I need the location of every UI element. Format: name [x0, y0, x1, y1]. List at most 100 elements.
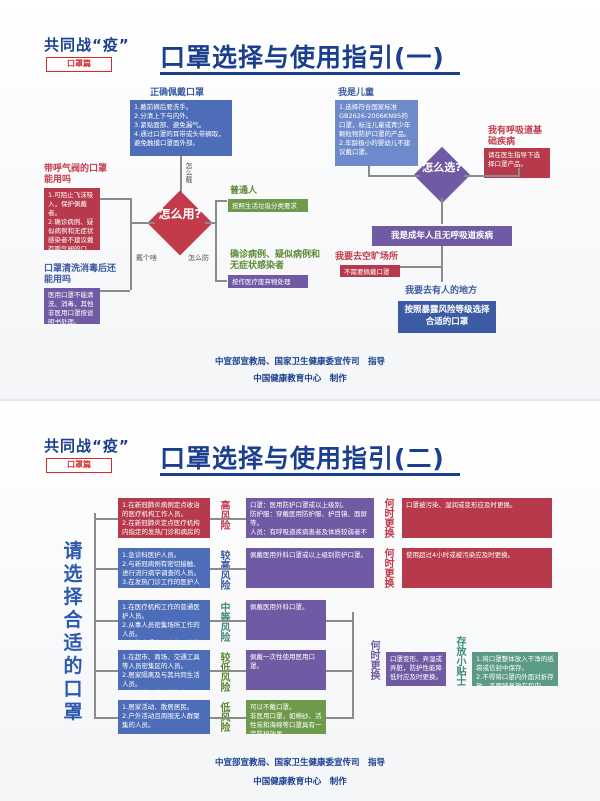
correct-wear-line: 4.通过口罩的耳带或头带摘取，避免触摸口罩面外部。: [134, 130, 225, 147]
connector-line: [94, 717, 118, 719]
risk-mask-box: 佩戴医用外科口罩。: [246, 600, 326, 640]
risk-people-box: 1.居家活动、散居居民。2.户外活动且周围无人群聚集的人员。: [118, 700, 210, 734]
open-air-text: 不需要佩戴口罩: [344, 268, 390, 276]
how-choose-text: 怎么选?: [422, 161, 462, 174]
risk-people-line: 1.在医疗机构工作的普通医护人员。: [122, 603, 200, 620]
brand-logo: 共同战“疫”: [44, 34, 130, 55]
ordinary-box: 按照生活垃圾分类要求: [228, 199, 308, 212]
connector-line: [130, 222, 155, 224]
adult-text: 我是成年人且无呼吸道疾病: [390, 231, 493, 241]
risk-people-box: 1.在新冠肺炎病例定点收治的医疗机构工作人员。2.在新冠肺炎定点医疗机构内指定的…: [118, 498, 210, 538]
brand-tag: 口罩篇: [46, 57, 112, 72]
connector-line: [100, 198, 130, 200]
when-change-label: 何时更换: [382, 498, 393, 538]
risk-mask-line: 非医用口罩，如棉纱、活性炭和海绵等口罩具有一定防护效果。: [250, 712, 322, 734]
page-title: 口罩选择与使用指引(一): [160, 43, 445, 72]
crowded-text: 按照暴露风险等级选择合适的口罩: [404, 305, 490, 327]
open-air-heading: 我要去空旷场所: [335, 252, 399, 262]
risk-mask-line: 佩戴一次性使用医用口罩。: [250, 653, 315, 670]
connector-line: [368, 175, 420, 177]
risk-people-line: 1.在新冠肺炎病例定点收治的医疗机构工作人员。: [122, 501, 200, 518]
connector-line: [464, 175, 520, 177]
risk-mask-box: 佩戴一次性使用医用口罩。: [246, 650, 326, 690]
title-underline: [160, 473, 460, 476]
risk-people-line: 1.居家活动、散居居民。: [122, 703, 194, 711]
risk-people-line: 1.急诊科医护人员。: [122, 551, 181, 559]
risk-people-line: 3.在发热门诊工作的医护人员。: [122, 578, 200, 588]
breath-valve-heading: 带呼气阀的口罩能用吗: [44, 164, 108, 185]
footer-producer: 中国健康教育中心 制作: [253, 777, 347, 787]
risk-mask-box: 口罩：医用防护口罩或以上级别。防护服：穿戴医用防护服、护目镜、面屏等。人员：有呼…: [246, 498, 374, 538]
risk-people-box: 1.在超市、商场、交通工具等人员密集区的人员。2.居家隔离及与其共同生活人员。3…: [118, 650, 210, 690]
risk-mask-box: 可以不戴口罩。非医用口罩，如棉纱、活性炭和海绵等口罩具有一定防护效果。: [246, 700, 326, 734]
risk-people-line: 2.与新冠病例有密切接触、进行流行病学调查的人员。: [122, 560, 200, 577]
when-change-label: 何时更换: [382, 548, 393, 588]
correct-wear-line: 1.戴前摘后要洗手。: [134, 103, 193, 111]
brand-logo: 共同战“疫”: [44, 435, 130, 456]
footer-guidance: 中宣部宣教局、国家卫生健康委宣传司 指导: [214, 758, 385, 768]
risk-people-line: 2.从事人员密集场所工作的人员。: [122, 621, 200, 638]
risk-level-label: 中等风险: [218, 602, 229, 642]
correct-wear-line: 3.紧贴面部、避免漏气。: [134, 121, 206, 129]
connector-line: [130, 198, 132, 290]
how-to-wear-label: 怎么戴: [185, 162, 193, 183]
connector-line: [210, 620, 246, 622]
when-change-text: 口罩变形、弄湿或弄脏，防护性能降低时应及时更换。: [390, 655, 442, 681]
storage-heading: 存放小贴士: [454, 636, 465, 686]
child-heading: 我是儿童: [338, 88, 375, 98]
risk-people-line: 2.户外活动且周围无人群聚集的人员。: [122, 712, 200, 729]
child-line: 1.选择符合国家标准GB2626-2006KN95的口罩，标注儿童或青少年颗粒物…: [339, 103, 411, 138]
guide-part-one: 共同战“疫” 口罩篇 口罩选择与使用指引(一) 正确佩戴口罩 1.戴前摘后要洗手…: [0, 0, 600, 400]
connector-line: [326, 620, 354, 622]
breath-valve-line: 2.确诊病例、疑似病例和无症状感染者不建议戴有呼气阀的口罩。: [48, 218, 94, 250]
connector-line: [326, 717, 354, 719]
child-line: 2.年龄极小的婴幼儿不建议戴口罩。: [339, 139, 411, 156]
risk-people-box: 1.急诊科医护人员。2.与新冠病例有密切接触、进行流行病学调查的人员。3.在发热…: [118, 548, 210, 588]
risk-people-box: 1.在医疗机构工作的普通医护人员。2.从事人员密集场所工作的人员。3.在集中隔离…: [118, 600, 210, 640]
side-title: 请选择合适的口罩: [63, 540, 83, 723]
connector-line: [518, 168, 520, 176]
confirmed-box: 按作医疗废弃物处理: [228, 275, 308, 288]
risk-mask-line: 可以不戴口罩。: [250, 703, 296, 711]
page-title: 口罩选择与使用指引(二): [160, 444, 445, 473]
disinfect-heading: 口罩清洗消毒后还能用吗: [44, 264, 117, 285]
brand-text: 共同战“疫”: [44, 437, 130, 455]
crowded-heading: 我要去有人的地方: [405, 286, 478, 296]
section-divider: [0, 399, 600, 401]
connector-line: [94, 518, 118, 520]
risk-mask-box: 佩戴医用外科口罩或以上级别防护口罩。: [246, 548, 374, 588]
connector-line: [368, 166, 370, 176]
connector-line: [215, 200, 227, 202]
footer-producer: 中国健康教育中心 制作: [253, 374, 347, 384]
brand-tag: 口罩篇: [46, 458, 112, 473]
adult-box: 我是成年人且无呼吸道疾病: [372, 226, 512, 246]
storage-line: 1.将口罩整体放入干净的纸袋或信封中保存。: [476, 655, 554, 672]
when-change-text: 口罩被污染、湿润或变形应及时更换。: [406, 501, 517, 509]
connector-line: [441, 246, 443, 282]
connector-line: [94, 620, 118, 622]
risk-people-line: 3.在室外公共场所的人员。: [122, 689, 206, 690]
connector-line: [210, 518, 246, 520]
connector-line: [180, 156, 182, 196]
connector-line: [210, 717, 246, 719]
how-to-use-text: 怎么用?: [158, 207, 202, 221]
connector-line: [94, 513, 96, 719]
child-box: 1.选择符合国家标准GB2626-2006KN95的口罩，标注儿童或青少年颗粒物…: [335, 100, 418, 166]
respiratory-text: 请在医生指导下选择口罩产品。: [488, 151, 540, 168]
correct-wear-line: 2.分清上下与内外。: [134, 112, 193, 120]
breath-valve-box: 1.可阻止飞沫吸入，保护佩戴者。 2.确诊病例、疑似病例和无症状感染者不建议戴有…: [44, 188, 100, 250]
connector-line: [210, 568, 246, 570]
risk-level-label: 较低风险: [218, 652, 229, 692]
connector-line: [441, 198, 443, 224]
brand-text: 共同战“疫”: [44, 36, 130, 54]
storage-box: 1.将口罩整体放入干净的纸袋或信封中保存。 2.不得将口罩内外面对折存放，不要随…: [472, 652, 558, 686]
breath-valve-line: 1.可阻止飞沫吸入，保护佩戴者。: [48, 191, 94, 217]
when-change-box: 口罩被污染、湿润或变形应及时更换。: [402, 498, 552, 538]
risk-mask-line: 口罩：医用防护口罩或以上级别。: [250, 501, 348, 509]
risk-people-line: 2.居家隔离及与其共同生活人员。: [122, 671, 200, 688]
when-change-text: 使用超过4小时或被污染应及时更换。: [406, 551, 515, 559]
title-underline: [160, 72, 460, 75]
risk-level-label: 较高风险: [218, 550, 229, 590]
connector-line: [100, 290, 130, 292]
footer-guidance: 中宣部宣教局、国家卫生健康委宣传司 指导: [214, 357, 385, 367]
